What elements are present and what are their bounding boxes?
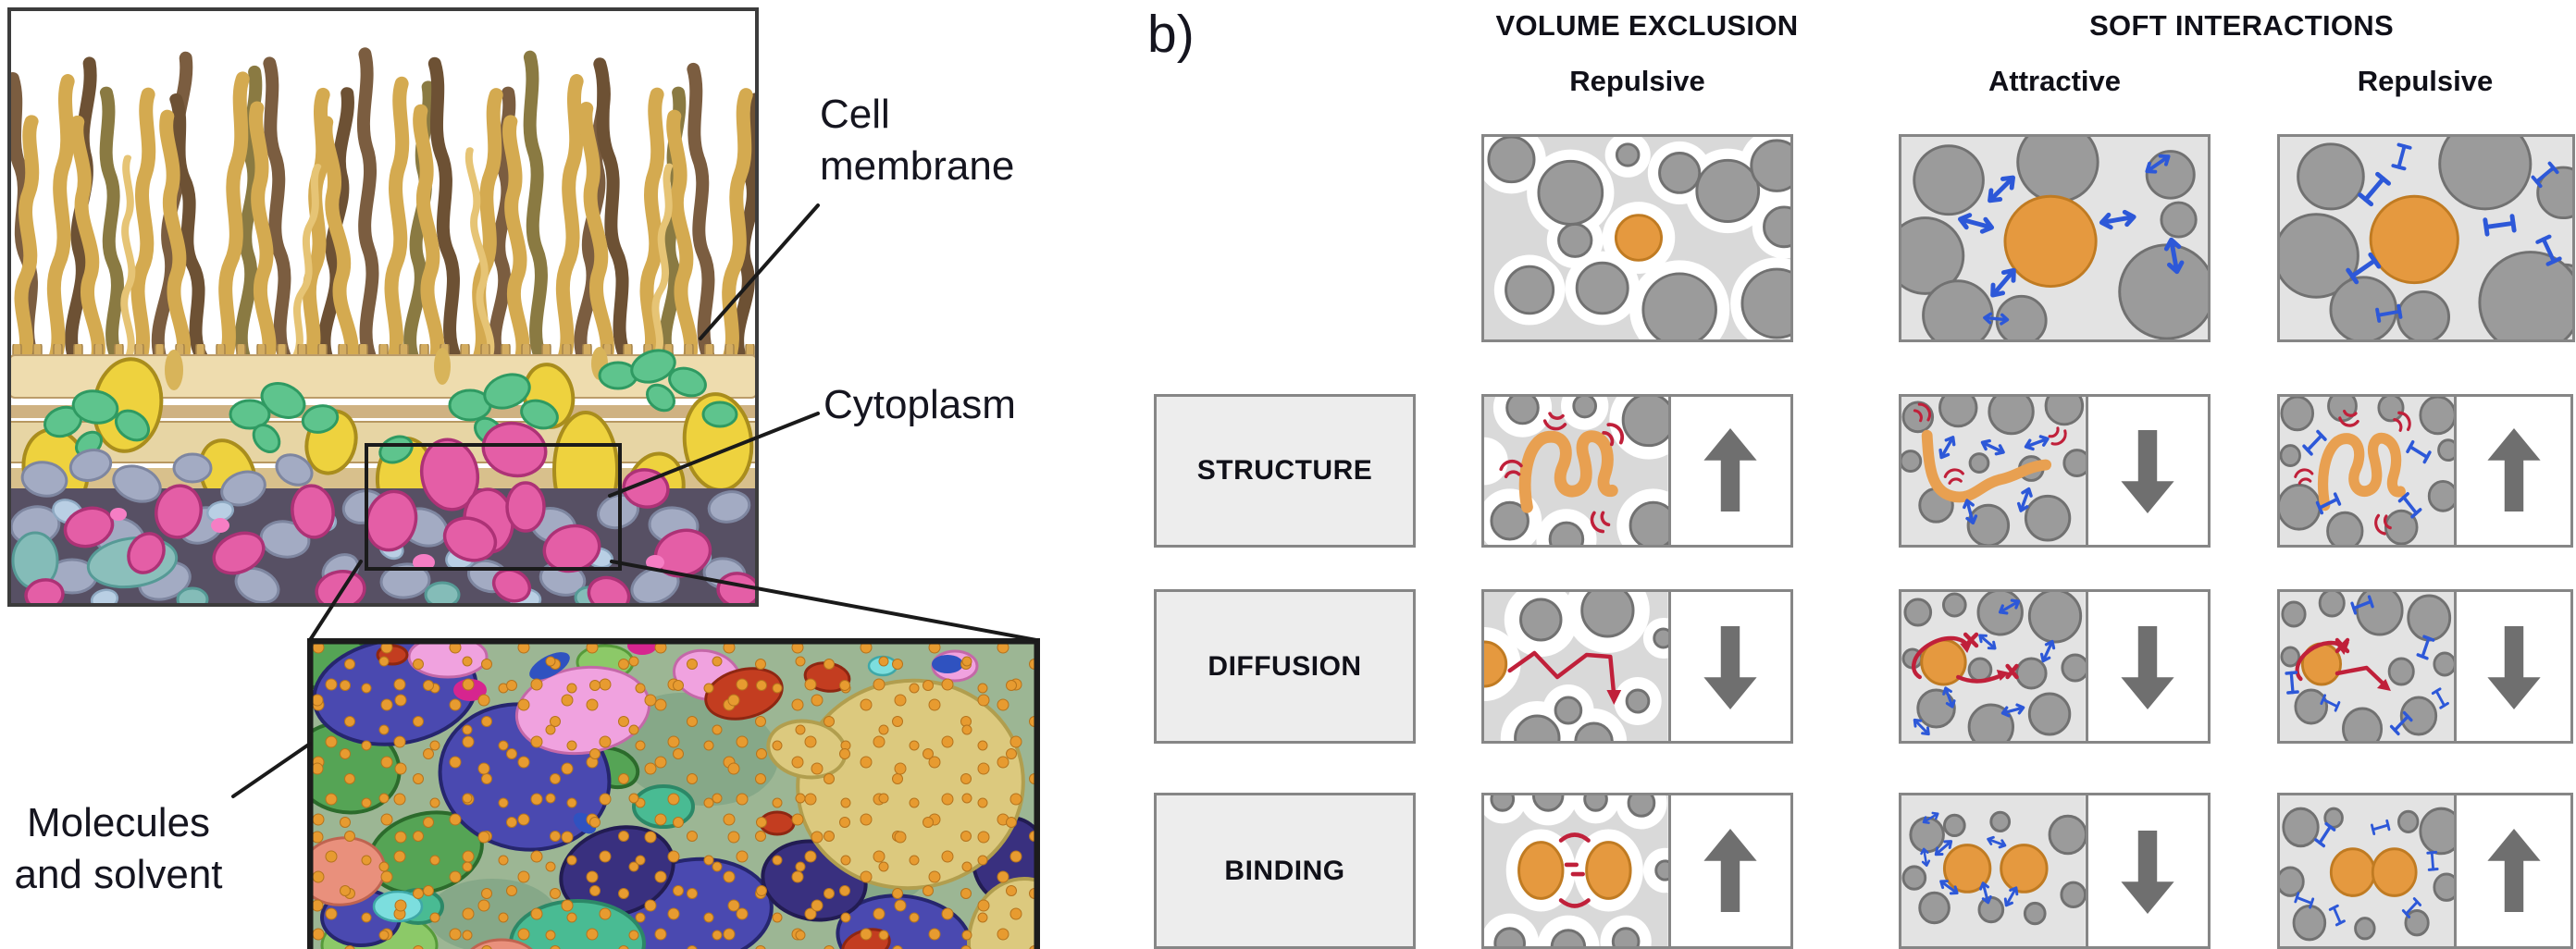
panel-b-tag: b) — [1147, 5, 1195, 64]
cell-structure-volume-exclusion — [1481, 394, 1793, 548]
cell-binding-attractive — [1899, 793, 2211, 949]
col-attractive-label: Attractive — [1988, 65, 2121, 97]
row-label-structure: STRUCTURE — [1154, 394, 1416, 548]
cell-diffusion-repulsive — [2277, 589, 2573, 744]
diffusion-attractive-illustration — [1901, 592, 2086, 741]
row-label-binding: BINDING — [1154, 793, 1416, 949]
diffusion-attractive-arrow — [2085, 592, 2208, 741]
volume-exclusion-header: VOLUME EXCLUSION — [1495, 9, 1799, 42]
diffusion-repulsive-arrow — [2454, 592, 2570, 741]
cell-binding-volume-exclusion — [1481, 793, 1793, 949]
cell-structure-repulsive — [2277, 394, 2573, 548]
cytoplasm-label: Cytoplasm — [824, 382, 1016, 427]
binding-repulsive-illustration — [2280, 795, 2455, 946]
cell-structure-attractive — [1899, 394, 2211, 548]
structure-attractive-illustration — [1901, 397, 2086, 545]
cytoplasm-inset-illustration — [307, 638, 1040, 949]
cell-binding-repulsive — [2277, 793, 2573, 949]
structure-volume-exclusion-arrow — [1667, 397, 1790, 545]
binding-attractive-arrow — [2085, 795, 2208, 946]
cell-membrane-label: Cell membrane — [820, 92, 1015, 189]
structure-attractive-arrow — [2085, 397, 2208, 545]
ref-soft-attractive-illustration — [1899, 134, 2211, 342]
binding-repulsive-arrow — [2454, 795, 2570, 946]
binding-volume-exclusion-arrow — [1667, 795, 1790, 946]
cell-diffusion-attractive — [1899, 589, 2211, 744]
diffusion-volume-exclusion-arrow — [1667, 592, 1790, 741]
cell-diffusion-volume-exclusion — [1481, 589, 1793, 744]
col-repulsive-ve-label: Repulsive — [1569, 65, 1705, 97]
diffusion-repulsive-illustration — [2280, 592, 2455, 741]
soft-interactions-header: SOFT INTERACTIONS — [2089, 9, 2394, 42]
zoom-region-rectangle — [365, 443, 622, 571]
structure-repulsive-arrow — [2454, 397, 2570, 545]
ref-soft-repulsive-illustration — [2277, 134, 2575, 342]
diffusion-volume-exclusion-illustration — [1484, 592, 1668, 741]
ref-volume-exclusion-illustration — [1481, 134, 1793, 342]
molecules-and-solvent-label: Molecules and solvent — [14, 800, 223, 897]
binding-volume-exclusion-illustration — [1484, 795, 1668, 946]
structure-volume-exclusion-illustration — [1484, 397, 1668, 545]
structure-repulsive-illustration — [2280, 397, 2455, 545]
row-label-diffusion: DIFFUSION — [1154, 589, 1416, 744]
col-repulsive-soft-label: Repulsive — [2357, 65, 2494, 97]
binding-attractive-illustration — [1901, 795, 2086, 946]
